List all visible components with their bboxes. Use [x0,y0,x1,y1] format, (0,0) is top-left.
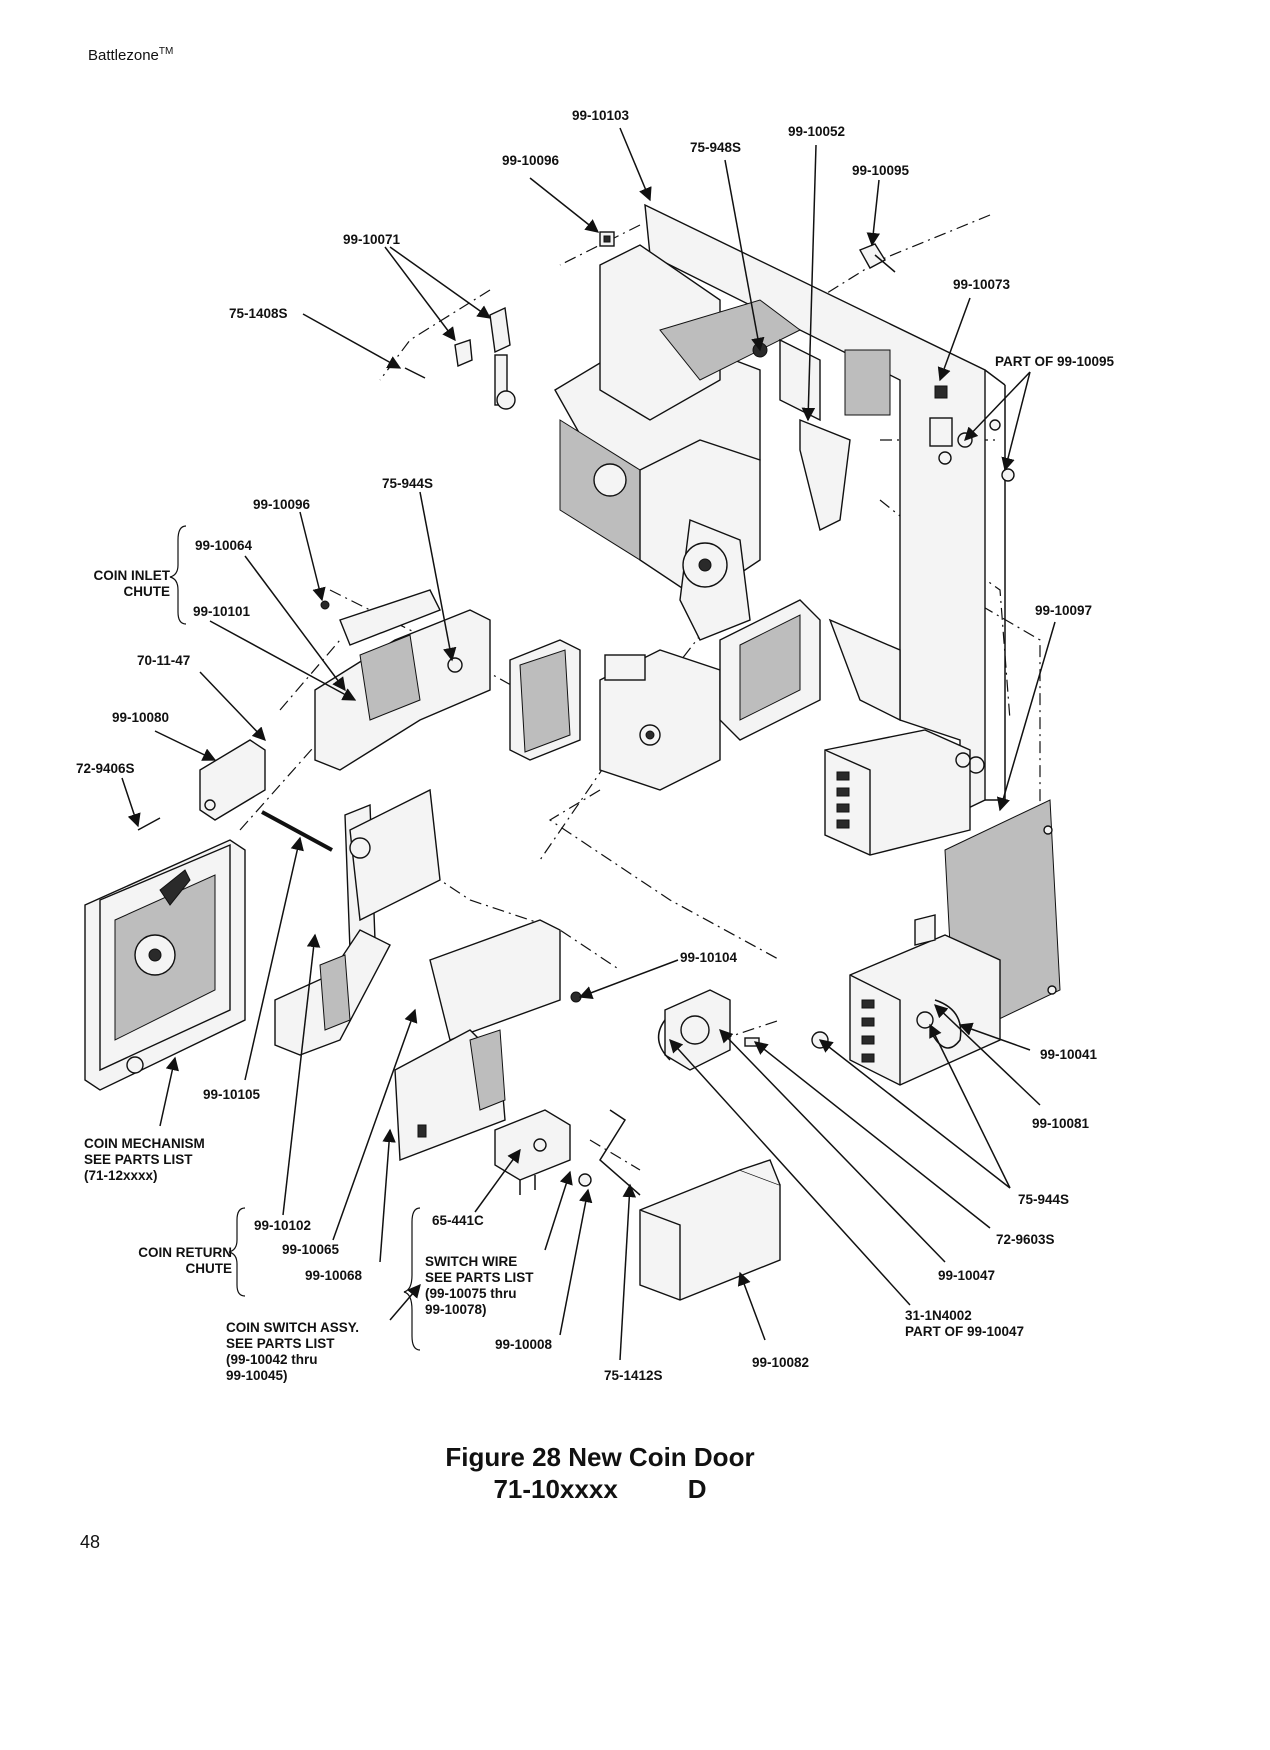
lower-right-lamp-box [849,914,1001,1086]
label-coin-switch-line4: 99-10045) [226,1368,288,1383]
label-99-10103: 99-10103 [572,108,630,123]
label-99-10008: 99-10008 [495,1337,553,1352]
label-coin-switch-line2: SEE PARTS LIST [226,1336,335,1351]
label-70-11-47: 70-11-47 [137,653,191,668]
page-number: 48 [80,1532,101,1552]
label-99-10081: 99-10081 [1032,1116,1090,1131]
label-72-9603S: 72-9603S [996,1232,1055,1247]
label-coin-inlet-line2: CHUTE [123,584,171,599]
label-switch-wire-line2: SEE PARTS LIST [425,1270,534,1285]
figure-caption-part-number: 71-10xxxx [493,1474,618,1504]
figure-caption-title: Figure 28 New Coin Door [445,1442,755,1472]
label-99-10102: 99-10102 [254,1218,312,1233]
label-99-10047: 99-10047 [938,1268,996,1283]
label-99-10097: 99-10097 [1035,603,1093,618]
label-coin-return-line1: COIN RETURN [138,1245,232,1260]
label-99-10052: 99-10052 [788,124,846,139]
label-coin-return: COIN RETURN CHUTE [104,1245,232,1277]
coin-mechanism-left [84,839,246,1091]
label-75-1412S: 75-1412S [604,1368,663,1383]
label-coin-return-line2: CHUTE [185,1261,233,1276]
label-75-944S-mid: 75-944S [382,476,434,491]
label-65-441C: 65-441C [432,1213,484,1228]
label-coin-inlet: COIN INLET CHUTE [66,568,171,600]
label-99-10082: 99-10082 [752,1355,810,1370]
label-99-10105: 99-10105 [203,1087,261,1102]
rod-99-10105 [261,810,333,852]
label-switch-wire-line3: (99-10075 thru [425,1286,517,1301]
label-99-10073: 99-10073 [953,277,1011,292]
label-31-1N4002-line2: PART OF 99-10047 [905,1324,1025,1339]
label-99-10064: 99-10064 [195,538,253,553]
label-coin-switch-line1: COIN SWITCH ASSY. [226,1320,360,1335]
label-99-10096-mid: 99-10096 [253,497,311,512]
label-31-1N4002-line1: 31-1N4002 [905,1308,972,1323]
label-99-10068: 99-10068 [305,1268,363,1283]
label-99-10065: 99-10065 [282,1242,340,1257]
label-coin-switch-assy: COIN SWITCH ASSY. SEE PARTS LIST (99-100… [226,1320,359,1384]
label-99-10080: 99-10080 [112,710,170,725]
coin-entry-bracket [137,739,266,831]
label-switch-wire-line1: SWITCH WIRE [425,1254,518,1269]
leader-arrows [121,127,1056,1361]
coin-inlet-chute [314,589,491,771]
label-coin-mechanism: COIN MECHANISM SEE PARTS LIST (71-12xxxx… [84,1136,205,1184]
running-header: BattlezoneTM [88,46,174,64]
coin-return-chute [274,788,582,1161]
label-coin-mechanism-line1: COIN MECHANISM [84,1136,205,1151]
label-coin-switch-line3: (99-10042 thru [226,1352,318,1367]
figure-caption-subtitle: 71-10xxxx D [380,1474,820,1504]
label-75-948S: 75-948S [690,140,742,155]
label-75-944S-low: 75-944S [1018,1192,1070,1207]
central-coin-mechanism-housing [554,244,851,641]
label-99-10071: 99-10071 [343,232,401,247]
label-switch-wire-line4: 99-10078) [425,1302,487,1317]
coin-box-cover [639,1159,781,1301]
label-coin-inlet-line1: COIN INLET [93,568,171,583]
label-coin-mechanism-line3: (71-12xxxx) [84,1168,158,1183]
figure-caption-revision: D [687,1474,707,1504]
upper-right-lamp-box [824,729,971,856]
label-99-10041: 99-10041 [1040,1047,1098,1062]
label-99-10104: 99-10104 [680,950,738,965]
label-31-1N4002: 31-1N4002 PART OF 99-10047 [905,1308,1024,1340]
label-75-1408S: 75-1408S [229,306,288,321]
label-coin-mechanism-line2: SEE PARTS LIST [84,1152,193,1167]
label-part-of-99-10095: PART OF 99-10095 [995,354,1115,369]
lower-center-chutes [509,599,901,791]
label-switch-wire: SWITCH WIRE SEE PARTS LIST (99-10075 thr… [425,1254,534,1318]
label-99-10096-top: 99-10096 [502,153,560,168]
label-99-10095: 99-10095 [852,163,910,178]
label-72-9406S: 72-9406S [76,761,135,776]
lamp-socket-assembly [657,989,829,1071]
label-braces [169,525,421,1351]
label-99-10101: 99-10101 [193,604,251,619]
